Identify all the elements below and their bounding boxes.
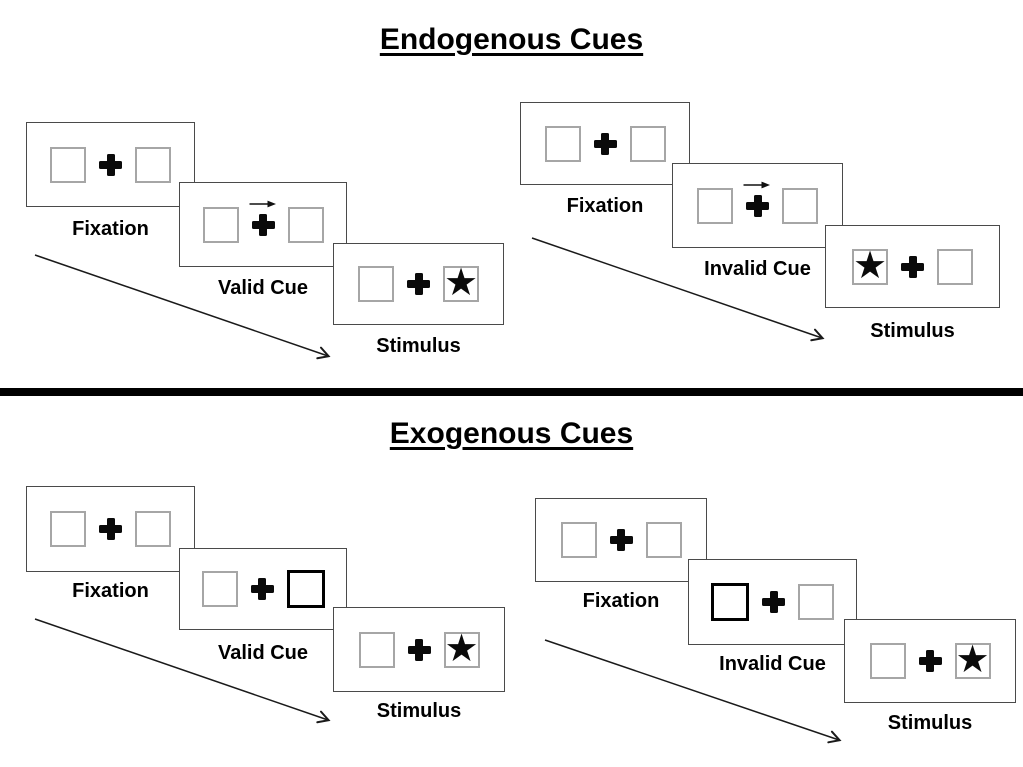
- cue-direction-arrow-icon: [743, 181, 770, 188]
- panel-label: Stimulus: [376, 700, 462, 722]
- left-box-highlighted: [711, 583, 749, 621]
- fixation-cross-icon: [918, 650, 942, 672]
- panel-fixation: [26, 122, 195, 207]
- timeline-arrow-endogenous-valid: [34, 254, 331, 360]
- right-box-highlighted: [286, 570, 325, 608]
- fixation-cross-icon: [762, 591, 785, 613]
- panel-stimulus: ★: [333, 607, 505, 692]
- right-box: ★: [954, 639, 991, 681]
- panel-valid-cue: [179, 182, 347, 267]
- panel-label: Fixation: [582, 590, 660, 612]
- panel-label: Stimulus: [870, 320, 955, 342]
- left-box: [358, 266, 394, 302]
- star-icon: ★: [852, 244, 888, 287]
- panel-label: Valid Cue: [217, 277, 309, 299]
- panel-label: Valid Cue: [217, 642, 309, 664]
- fixation-cross-icon: [901, 255, 924, 278]
- panel-valid-cue: [179, 548, 347, 630]
- fixation-cross-icon: [99, 518, 122, 540]
- right-box: [135, 146, 171, 183]
- right-box: ★: [443, 627, 480, 670]
- star-icon: ★: [443, 262, 479, 304]
- left-box: [697, 187, 733, 224]
- cue-direction-arrow-icon: [249, 200, 276, 207]
- right-box: [135, 511, 171, 547]
- fixation-cross-icon: [250, 578, 274, 600]
- right-box: ★: [443, 262, 479, 304]
- panel-fixation: [26, 486, 195, 572]
- panel-fixation: [535, 498, 707, 582]
- section-title-endogenous: Endogenous Cues: [379, 23, 644, 56]
- fixation-cross-icon: [249, 200, 276, 236]
- timeline-arrow-endogenous-invalid: [531, 237, 825, 342]
- left-box: [201, 571, 238, 607]
- timeline-arrow-exogenous-valid: [34, 618, 331, 724]
- fixation-cross-icon: [609, 529, 633, 551]
- right-box: [798, 584, 834, 620]
- right-box: [645, 522, 682, 558]
- right-box: [287, 206, 324, 243]
- fixation-cross-icon: [743, 181, 770, 217]
- left-box: [560, 522, 597, 558]
- left-box: [50, 511, 86, 547]
- fixation-cross-icon: [593, 132, 617, 155]
- panel-invalid-cue: [672, 163, 843, 248]
- panel-label: Fixation: [72, 218, 149, 240]
- left-box: [202, 206, 239, 243]
- panel-stimulus: ★: [333, 243, 504, 325]
- fixation-cross-icon: [407, 273, 430, 295]
- panel-stimulus: ★: [844, 619, 1016, 703]
- panel-fixation: [520, 102, 690, 185]
- panel-label: Fixation: [72, 580, 149, 602]
- star-icon: ★: [955, 639, 990, 681]
- panel-label: Stimulus: [376, 335, 461, 357]
- panel-invalid-cue: [688, 559, 857, 645]
- left-box: [358, 631, 395, 668]
- left-box: [50, 146, 86, 183]
- panel-stimulus: ★: [825, 225, 1000, 308]
- star-icon: ★: [444, 627, 479, 670]
- panel-label: Invalid Cue: [704, 258, 811, 280]
- fixation-cross-icon: [407, 638, 431, 661]
- left-box: ★: [852, 244, 888, 287]
- panel-label: Fixation: [566, 195, 644, 217]
- right-box: [782, 187, 818, 224]
- panel-label: Invalid Cue: [719, 653, 826, 675]
- right-box: [629, 125, 666, 162]
- section-divider: [0, 388, 1023, 396]
- right-box: [937, 248, 973, 285]
- fixation-cross-icon: [99, 153, 122, 176]
- left-box: [544, 125, 581, 162]
- left-box: [869, 643, 906, 679]
- panel-label: Stimulus: [887, 712, 973, 734]
- section-title-exogenous: Exogenous Cues: [389, 417, 634, 450]
